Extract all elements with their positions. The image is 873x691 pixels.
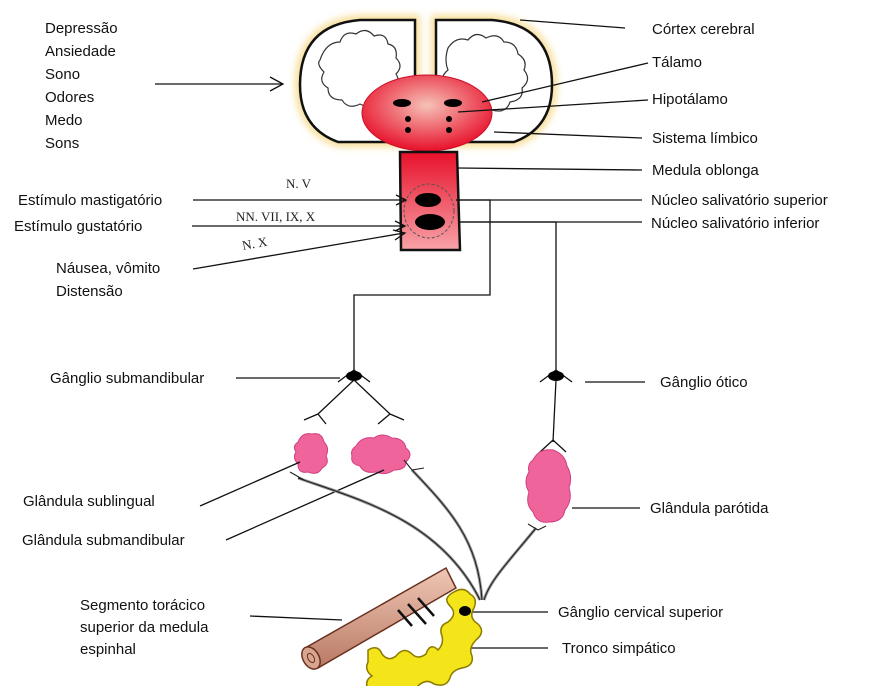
stimulus-sleep: Sono [45, 66, 80, 83]
thalamus-right-mark [444, 99, 462, 107]
hypothalamus-left-dot [405, 116, 411, 122]
inferior-nucleus-label: Núcleo salivatório inferior [651, 215, 819, 232]
spinal-segment-label-line1: Segmento torácico [80, 597, 205, 614]
masticatory-stimulus-label: Estímulo mastigatório [18, 192, 162, 209]
medulla-oblongata [400, 152, 460, 250]
parotid-gland [526, 450, 571, 523]
stimuli-list: Depressão Ansiedade Sono Odores Medo Son… [45, 20, 118, 152]
stimulus-depression: Depressão [45, 20, 118, 37]
gustatory-stimulus-label: Estímulo gustatório [14, 218, 142, 235]
otic-ganglion-label: Gânglio ótico [660, 374, 748, 391]
limbic-left-dot [405, 127, 411, 133]
afferent-lines [192, 195, 406, 269]
nerve-x-label: N. X [241, 234, 269, 253]
sympathetic-postganglionic-fibers [290, 460, 546, 600]
submandibular-ganglion-label: Gânglio submandibular [50, 370, 204, 387]
sublingual-gland-leader [200, 462, 300, 506]
limbic-system-label: Sistema límbico [652, 130, 758, 147]
medulla-label: Medula oblonga [652, 162, 759, 179]
stimulus-anxiety: Ansiedade [45, 43, 116, 60]
limbic-right-dot [446, 127, 452, 133]
thalamus-label: Tálamo [652, 54, 702, 71]
inferior-salivatory-nucleus [415, 214, 445, 230]
hypothalamus-right-dot [446, 116, 452, 122]
thalamus-left-mark [393, 99, 411, 107]
stimulus-fear: Medo [45, 112, 83, 129]
superior-cervical-ganglion-dot [459, 606, 471, 616]
spinal-segment-leader [250, 616, 342, 620]
sublingual-gland-label: Glândula sublingual [23, 493, 155, 510]
spinal-segment-label-line3: espinhal [80, 641, 136, 658]
submandibular-gland-label: Glândula submandibular [22, 532, 185, 549]
otic-ganglion [540, 370, 572, 452]
superior-salivatory-nucleus [415, 193, 441, 207]
submandibular-gland [352, 435, 411, 474]
nerve-v-label: N. V [286, 176, 312, 191]
nausea-label: Náusea, vômito [56, 260, 160, 277]
sympathetic-trunk-label: Tronco simpático [562, 640, 676, 657]
limbic-system [362, 75, 492, 151]
sublingual-gland [294, 434, 327, 474]
hypothalamus-label: Hipotálamo [652, 91, 728, 108]
spinal-segment-label-line2: superior da medula [80, 619, 209, 636]
stimuli-arrow [155, 77, 283, 91]
superior-nucleus-label: Núcleo salivatório superior [651, 192, 828, 209]
nerve-vii-ix-x-label: NN. VII, IX, X [236, 209, 316, 224]
brain-cross-section [300, 20, 552, 151]
parotid-gland-label: Glândula parótida [650, 500, 769, 517]
stimulus-sounds: Sons [45, 135, 79, 152]
stimulus-odors: Odores [45, 89, 94, 106]
distension-label: Distensão [56, 283, 123, 300]
cortex-label: Córtex cerebral [652, 21, 755, 38]
cervical-ganglion-label: Gânglio cervical superior [558, 604, 723, 621]
